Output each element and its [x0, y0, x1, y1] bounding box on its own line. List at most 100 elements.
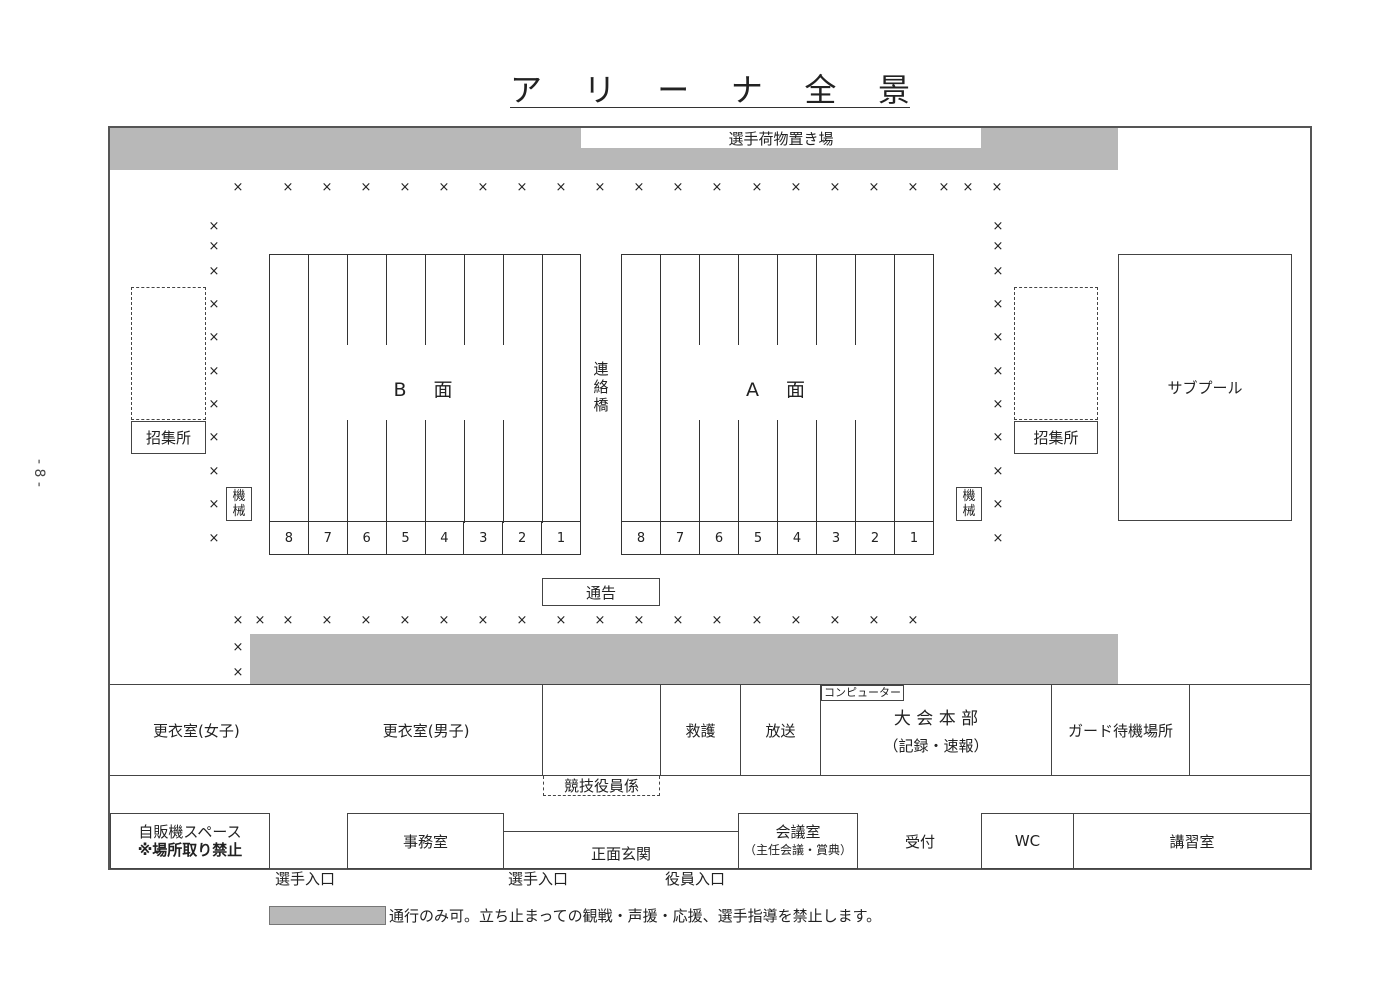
computer-label: コンピューター [821, 685, 904, 701]
marker: × [208, 330, 220, 345]
wc-room: WC [981, 813, 1074, 869]
marker: × [711, 613, 723, 628]
tournament-hq: コンピューター 大 会 本 部 （記録・速報） [821, 685, 1052, 775]
marker: × [208, 297, 220, 312]
marker: × [232, 613, 244, 628]
marker: × [477, 613, 489, 628]
court-a-lane-numbers: 8 7 6 5 4 3 2 1 [622, 521, 933, 554]
marker: × [477, 180, 489, 195]
title-char: ア [510, 71, 543, 109]
marker: × [992, 330, 1004, 345]
marker: × [992, 297, 1004, 312]
marker: × [907, 613, 919, 628]
marker: × [633, 180, 645, 195]
page-number: - 8 - [31, 459, 47, 487]
marker: × [232, 640, 244, 655]
marker: × [594, 180, 606, 195]
guard-waiting-area: ガード待機場所 [1052, 685, 1190, 775]
title-char: 全 [804, 71, 837, 109]
arena-frame [108, 126, 1312, 870]
marker: × [868, 180, 880, 195]
marker: × [992, 430, 1004, 445]
marker: × [360, 613, 372, 628]
marker: × [868, 613, 880, 628]
marker: × [399, 180, 411, 195]
marker: × [751, 180, 763, 195]
lane-number: 1 [541, 522, 580, 554]
marker: × [672, 180, 684, 195]
marker: × [790, 613, 802, 628]
officials-desk: 競技役員係 [543, 776, 660, 796]
marker: × [992, 397, 1004, 412]
marker: × [829, 180, 841, 195]
legend-text: 通行のみ可。立ち止まっての観戦・声援・応援、選手指導を禁止します。 [389, 907, 882, 925]
marker: × [555, 613, 567, 628]
marker: × [208, 497, 220, 512]
marker: × [751, 613, 763, 628]
luggage-area: 選手荷物置き場 [581, 128, 981, 148]
reception: 受付 [904, 832, 935, 851]
page-title: ア リ ー ナ 全 景 [510, 70, 910, 108]
title-char: ー [657, 71, 690, 109]
legend-swatch [269, 906, 386, 925]
marker: × [208, 531, 220, 546]
marker: × [992, 364, 1004, 379]
marker: × [672, 613, 684, 628]
marker: × [208, 264, 220, 279]
lane-number: 4 [424, 522, 464, 554]
title-char: 景 [877, 71, 910, 109]
lane-number: 8 [636, 530, 646, 546]
empty-room [1190, 685, 1310, 775]
court-a: A 面 8 7 6 5 4 3 2 1 [621, 254, 934, 555]
office-room: 事務室 [347, 813, 504, 869]
marker: × [399, 613, 411, 628]
marker: × [208, 219, 220, 234]
right-machine-box: 機 械 [956, 487, 982, 521]
court-b: B 面 8 7 6 5 4 3 2 1 [269, 254, 581, 555]
lane-number: 4 [777, 522, 816, 554]
lane-number: 3 [816, 522, 855, 554]
marker: × [992, 264, 1004, 279]
lane-number: 6 [699, 522, 738, 554]
marker: × [360, 180, 372, 195]
title-char: ナ [730, 71, 763, 109]
marker: × [992, 531, 1004, 546]
lane-number: 2 [502, 522, 541, 554]
sub-pool: サブプール [1118, 254, 1292, 521]
lane-number: 8 [284, 530, 294, 546]
meeting-room: 会議室 （主任会議・賞典） [738, 813, 858, 869]
marker: × [992, 464, 1004, 479]
marker: × [992, 497, 1004, 512]
marker: × [962, 180, 974, 195]
marker: × [282, 180, 294, 195]
marker: × [232, 665, 244, 680]
marker: × [282, 613, 294, 628]
right-assembly-label: 招集所 [1014, 421, 1098, 454]
lane-number: 5 [738, 522, 777, 554]
right-assembly-zone [1014, 287, 1098, 420]
athlete-entrance-1: 選手入口 [275, 870, 336, 888]
marker: × [516, 613, 528, 628]
announcement-desk: 通告 [542, 578, 660, 606]
broadcast-room: 放送 [741, 685, 821, 775]
marker: × [555, 180, 567, 195]
lane-number: 2 [855, 522, 894, 554]
marker: × [992, 239, 1004, 254]
marker: × [208, 239, 220, 254]
marker: × [321, 613, 333, 628]
lane-number: 7 [307, 522, 347, 554]
court-a-name: A 面 [746, 379, 809, 401]
officials-entrance: 役員入口 [665, 870, 726, 888]
rooms-row-1: 更衣室(女子) 更衣室(男子) 救護 放送 コンピューター 大 会 本 部 （記… [110, 684, 1310, 776]
bridge-label: 連 絡 橋 [593, 360, 609, 414]
first-aid-room: 救護 [661, 685, 741, 775]
marker: × [907, 180, 919, 195]
lane-number: 5 [385, 522, 425, 554]
marker: × [594, 613, 606, 628]
marker: × [232, 180, 244, 195]
marker: × [438, 180, 450, 195]
marker: × [438, 613, 450, 628]
marker: × [790, 180, 802, 195]
marker: × [208, 464, 220, 479]
court-b-lane-numbers: 8 7 6 5 4 3 2 1 [270, 521, 580, 554]
